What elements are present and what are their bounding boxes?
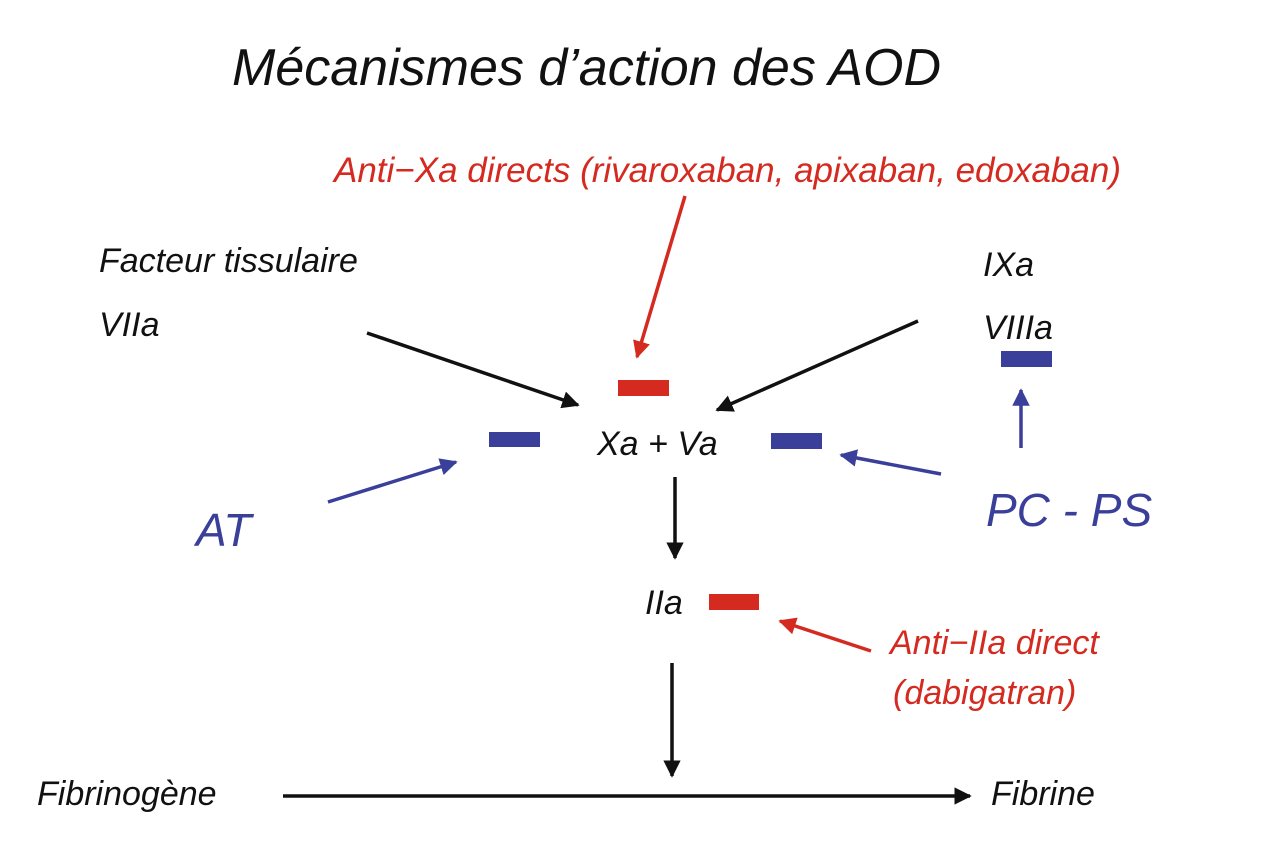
arrow-anti-xa (633, 195, 687, 359)
anti-iia-label-line1: Anti−IIa direct (890, 624, 1099, 662)
xa-va-label: Xa + Va (597, 425, 718, 463)
arrow-pc-ps-to-xa (839, 449, 942, 476)
inhibition-bar-at (489, 432, 540, 447)
facteur-tissulaire-label: Facteur tissulaire (99, 242, 358, 280)
anti-iia-label-line2: (dabigatran) (893, 674, 1077, 712)
viia-label: VIIa (99, 306, 160, 344)
ixa-label: IXa (983, 246, 1035, 284)
diagram-title: Mécanismes d’action des AOD (232, 39, 942, 97)
inhibition-bar-pc-ps-viiia (1001, 351, 1052, 367)
viiia-label: VIIIa (983, 309, 1053, 347)
fibrine-label: Fibrine (991, 775, 1095, 813)
pc-ps-label: PC - PS (986, 484, 1153, 536)
inhibition-bar-anti-xa (618, 380, 669, 396)
arrow-viiia-to-xa (715, 319, 919, 412)
arrow-anti-iia (778, 617, 872, 653)
anti-xa-label: Anti−Xa directs (rivaroxaban, apixaban, … (334, 151, 1122, 190)
inhibition-bar-pc-ps-xa (771, 433, 822, 449)
at-label: AT (196, 504, 252, 556)
arrow-viia-to-xa (366, 331, 580, 409)
inhibition-bar-anti-iia (709, 594, 759, 610)
arrow-at (327, 458, 458, 504)
iia-label: IIa (645, 584, 683, 622)
fibrinogene-label: Fibrinogène (37, 775, 217, 813)
